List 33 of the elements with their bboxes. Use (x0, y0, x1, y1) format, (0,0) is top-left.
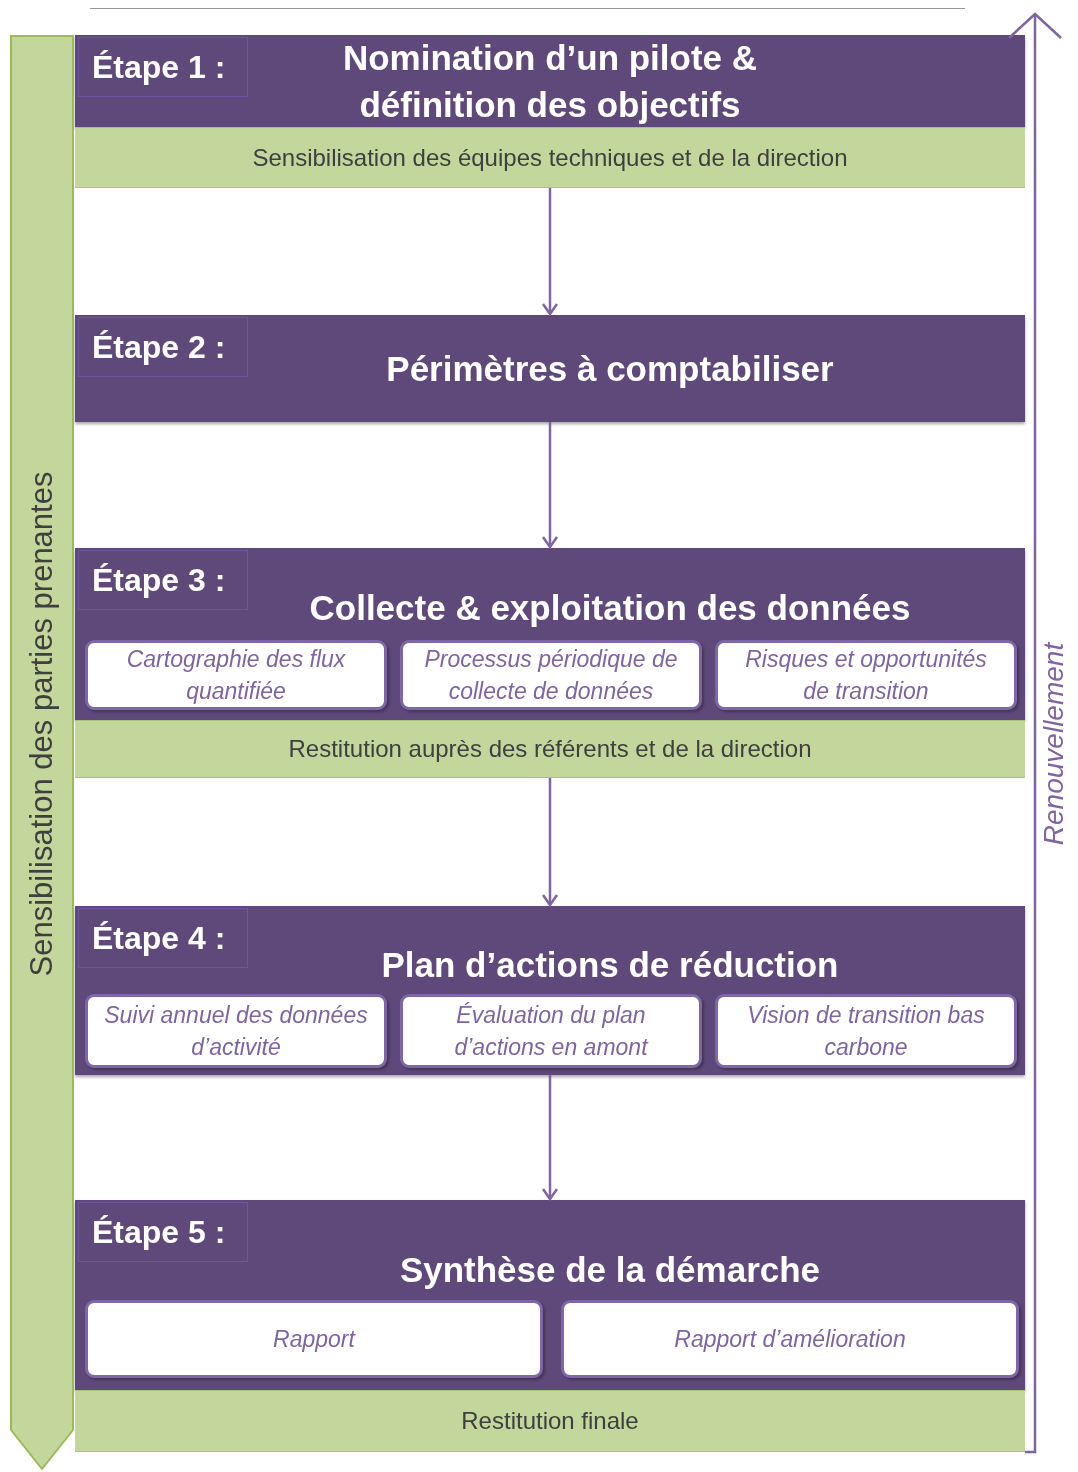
arrow (541, 188, 559, 316)
arrow (541, 1075, 559, 1201)
deliverable-box: Risques et opportunités de transition (715, 640, 1017, 710)
step-band (75, 315, 1025, 422)
deliverable-box: Vision de transition bas carbone (715, 994, 1017, 1068)
step-title: Synthèse de la démarche (398, 1249, 822, 1292)
step-band (75, 906, 1025, 1075)
deliverable-box: Cartographie des flux quantifiée (85, 640, 387, 710)
feedback-band: Sensibilisation des équipes techniques et de la direction (75, 127, 1025, 188)
deliverable-box: Processus périodique de collecte de données (400, 640, 702, 710)
edge-label: Renouvellement (1038, 642, 1070, 845)
step-title: Collecte & exploitation des données (308, 587, 912, 630)
step-title: Plan d’actions de réduction (380, 944, 840, 987)
step-title: Périmètres à comptabiliser (385, 348, 835, 391)
step-title: Nomination d’un pilote & définition des objectifs (341, 36, 759, 126)
side-label: Sensibilisation des parties prenantes (24, 471, 60, 977)
feedback-band: Restitution auprès des référents et de la direction (75, 720, 1025, 778)
step-label: Étape 5 : (78, 1202, 248, 1262)
step-label: Étape 4 : (78, 908, 248, 968)
arrow (1007, 12, 1063, 1454)
step-label: Étape 2 : (78, 317, 248, 377)
step-band (75, 35, 1025, 127)
feedback-band: Restitution finale (75, 1390, 1025, 1452)
step-band (75, 548, 1025, 720)
step-label: Étape 3 : (78, 550, 248, 610)
step-label: Étape 1 : (78, 37, 248, 97)
deliverable-box: Évaluation du plan d’actions en amont (400, 994, 702, 1068)
deliverable-box: Rapport (85, 1300, 543, 1378)
step-band (75, 1200, 1025, 1390)
arrow (541, 422, 559, 549)
deliverable-box: Suivi annuel des données d’activité (85, 994, 387, 1068)
deliverable-box: Rapport d’amélioration (561, 1300, 1019, 1378)
arrow (541, 778, 559, 907)
